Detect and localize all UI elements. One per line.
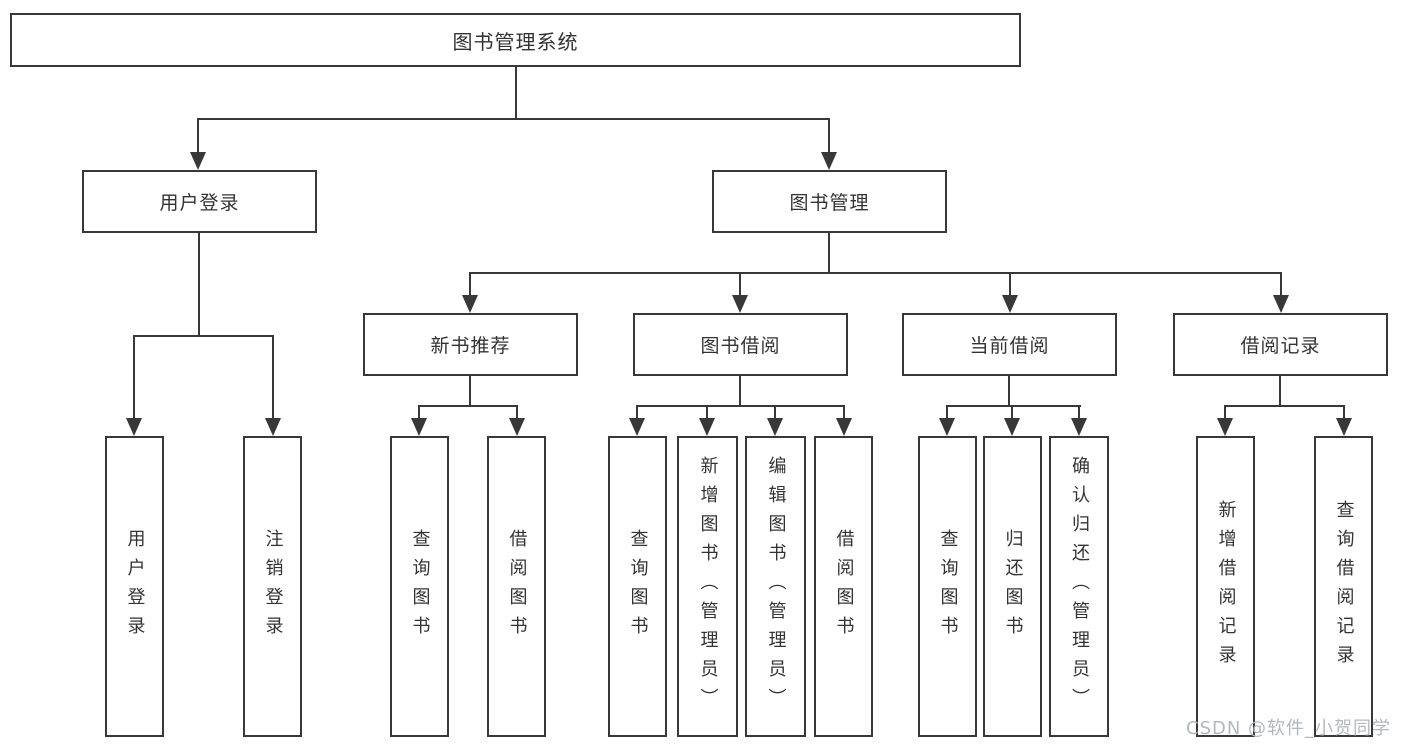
connector-line bbox=[1224, 405, 1226, 420]
node-label: 图书借阅 bbox=[700, 335, 781, 357]
arrowhead-down-icon bbox=[939, 418, 955, 436]
leaf-query-book-borrow: 查询图书 bbox=[608, 436, 667, 737]
connector-line bbox=[469, 272, 1282, 274]
arrowhead-down-icon bbox=[629, 418, 645, 436]
arrowhead-down-icon bbox=[1071, 418, 1087, 436]
connector-line bbox=[197, 118, 830, 120]
arrowhead-down-icon bbox=[1004, 418, 1020, 436]
node-label: 新书推荐 bbox=[430, 335, 511, 357]
node-library-management-system: 图书管理系统 bbox=[10, 13, 1021, 67]
node-user-login: 用户登录 bbox=[82, 170, 317, 233]
leaf-label: 确认归还（管理员） bbox=[1069, 456, 1090, 717]
connector-line bbox=[636, 405, 638, 420]
arrowhead-down-icon bbox=[1273, 295, 1289, 313]
connector-line bbox=[1009, 272, 1011, 297]
leaf-label: 编辑图书（管理员） bbox=[765, 456, 787, 717]
connector-line bbox=[516, 405, 518, 420]
leaf-label: 用户登录 bbox=[124, 528, 146, 645]
arrowhead-down-icon bbox=[1002, 295, 1018, 313]
arrowhead-down-icon bbox=[836, 418, 852, 436]
leaf-user-login: 用户登录 bbox=[105, 436, 164, 737]
node-current-borrow: 当前借阅 bbox=[902, 313, 1117, 376]
arrowhead-down-icon bbox=[767, 418, 783, 436]
arrowhead-down-icon bbox=[411, 418, 427, 436]
arrowhead-down-icon bbox=[732, 295, 748, 313]
node-book-borrow: 图书借阅 bbox=[633, 313, 848, 376]
connector-line bbox=[828, 233, 830, 272]
leaf-label: 查询图书 bbox=[627, 528, 649, 645]
arrowhead-down-icon bbox=[462, 295, 478, 313]
leaf-label: 查询图书 bbox=[409, 528, 431, 645]
connector-line bbox=[946, 405, 948, 420]
connector-line bbox=[1224, 405, 1345, 407]
node-new-book-recommend: 新书推荐 bbox=[363, 313, 578, 376]
connector-line bbox=[1280, 272, 1282, 297]
leaf-borrow-book-recommend: 借阅图书 bbox=[487, 436, 546, 737]
connector-line bbox=[133, 335, 135, 420]
node-book-management: 图书管理 bbox=[712, 170, 947, 233]
connector-line bbox=[1008, 376, 1010, 405]
node-label: 图书管理 bbox=[789, 192, 870, 214]
node-borrow-record: 借阅记录 bbox=[1173, 313, 1388, 376]
leaf-label: 归还图书 bbox=[1002, 528, 1024, 645]
arrowhead-down-icon bbox=[509, 418, 525, 436]
connector-line bbox=[1078, 405, 1080, 420]
leaf-query-book-recommend: 查询图书 bbox=[390, 436, 449, 737]
connector-line bbox=[198, 233, 200, 335]
leaf-confirm-return-admin: 确认归还（管理员） bbox=[1049, 436, 1109, 737]
csdn-watermark: CSDN @软件_小贺同学 bbox=[1186, 718, 1392, 739]
node-label: 图书管理系统 bbox=[452, 29, 579, 54]
arrowhead-down-icon bbox=[1336, 418, 1352, 436]
connector-line bbox=[469, 272, 471, 297]
leaf-logout: 注销登录 bbox=[243, 436, 302, 737]
leaf-borrow-book: 借阅图书 bbox=[814, 436, 873, 737]
connector-line bbox=[1011, 405, 1013, 420]
connector-line bbox=[946, 405, 1081, 407]
connector-line bbox=[418, 405, 420, 420]
connector-line bbox=[774, 405, 776, 420]
arrowhead-down-icon bbox=[265, 418, 281, 436]
connector-line bbox=[469, 376, 471, 405]
leaf-label: 查询借阅记录 bbox=[1333, 499, 1355, 674]
connector-line bbox=[739, 272, 741, 297]
leaf-label: 借阅图书 bbox=[833, 528, 855, 645]
connector-line bbox=[133, 335, 274, 337]
node-label: 当前借阅 bbox=[969, 335, 1050, 357]
connector-line bbox=[706, 405, 708, 420]
leaf-label: 查询图书 bbox=[937, 528, 959, 645]
leaf-add-book-admin: 新增图书（管理员） bbox=[677, 436, 738, 737]
leaf-label: 借阅图书 bbox=[506, 528, 528, 645]
leaf-label: 新增借阅记录 bbox=[1215, 499, 1237, 674]
connector-line bbox=[843, 405, 845, 420]
connector-line bbox=[739, 376, 741, 405]
leaf-add-borrow-record: 新增借阅记录 bbox=[1196, 436, 1255, 737]
leaf-return-book: 归还图书 bbox=[983, 436, 1042, 737]
leaf-edit-book-admin: 编辑图书（管理员） bbox=[745, 436, 806, 737]
leaf-query-borrow-record: 查询借阅记录 bbox=[1314, 436, 1373, 737]
connector-line bbox=[828, 118, 830, 154]
node-label: 用户登录 bbox=[159, 192, 240, 214]
arrowhead-down-icon bbox=[821, 152, 837, 170]
connector-line bbox=[636, 405, 845, 407]
leaf-label: 新增图书（管理员） bbox=[697, 456, 719, 717]
arrowhead-down-icon bbox=[126, 418, 142, 436]
connector-line bbox=[197, 118, 199, 154]
leaf-query-book-current: 查询图书 bbox=[918, 436, 977, 737]
node-label: 借阅记录 bbox=[1240, 335, 1321, 357]
connector-line bbox=[1279, 376, 1281, 405]
leaf-label: 注销登录 bbox=[262, 528, 284, 645]
arrowhead-down-icon bbox=[190, 152, 206, 170]
connector-line bbox=[1343, 405, 1345, 420]
connector-line bbox=[515, 67, 517, 118]
connector-line bbox=[418, 405, 518, 407]
arrowhead-down-icon bbox=[1217, 418, 1233, 436]
connector-line bbox=[272, 335, 274, 420]
arrowhead-down-icon bbox=[699, 418, 715, 436]
